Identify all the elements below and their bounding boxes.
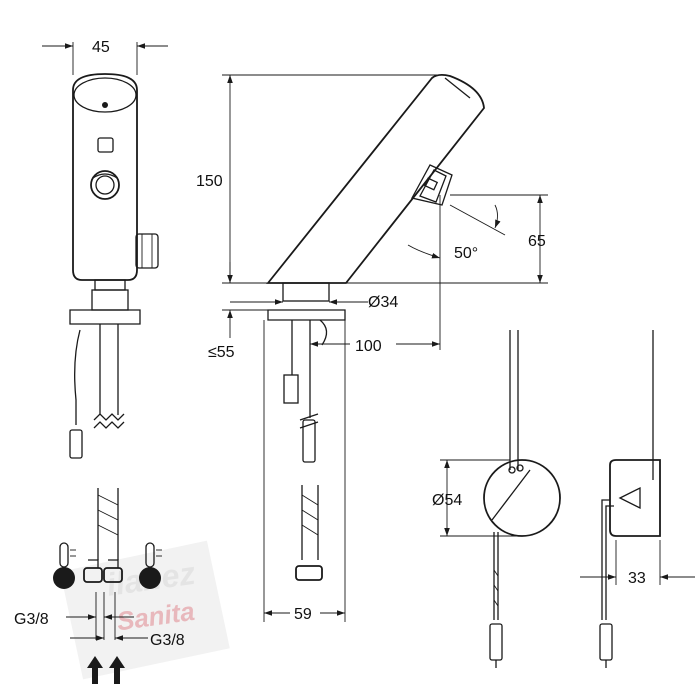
dim-length-100: 100 bbox=[355, 338, 382, 355]
thermometer-cold-icon bbox=[139, 542, 162, 589]
dim-angle-50: 50° bbox=[454, 245, 478, 262]
dim-width-59: 59 bbox=[294, 606, 312, 623]
front-view: 45 bbox=[14, 39, 185, 684]
side-view: 150 65 50° Ø34 bbox=[196, 73, 548, 623]
dim-max-55: ≤55 bbox=[208, 344, 235, 361]
water-flow-arrow-icon bbox=[87, 656, 125, 684]
dim-height-150: 150 bbox=[196, 173, 223, 190]
dim-thickness-33: 33 bbox=[628, 570, 646, 587]
dim-dia-54: Ø54 bbox=[432, 492, 462, 509]
sensor-box-front-view: Ø54 bbox=[432, 330, 561, 668]
dim-width-45: 45 bbox=[92, 39, 110, 56]
dim-thread-right: G3/8 bbox=[150, 632, 185, 649]
dim-height-65: 65 bbox=[528, 233, 546, 250]
dim-thread-left: G3/8 bbox=[14, 611, 49, 628]
sensor-box-side-view: 33 bbox=[580, 330, 695, 668]
dim-dia-34: Ø34 bbox=[368, 294, 398, 311]
thermometer-hot-icon bbox=[53, 542, 76, 589]
watermark: ilanez Sanita bbox=[60, 540, 230, 680]
